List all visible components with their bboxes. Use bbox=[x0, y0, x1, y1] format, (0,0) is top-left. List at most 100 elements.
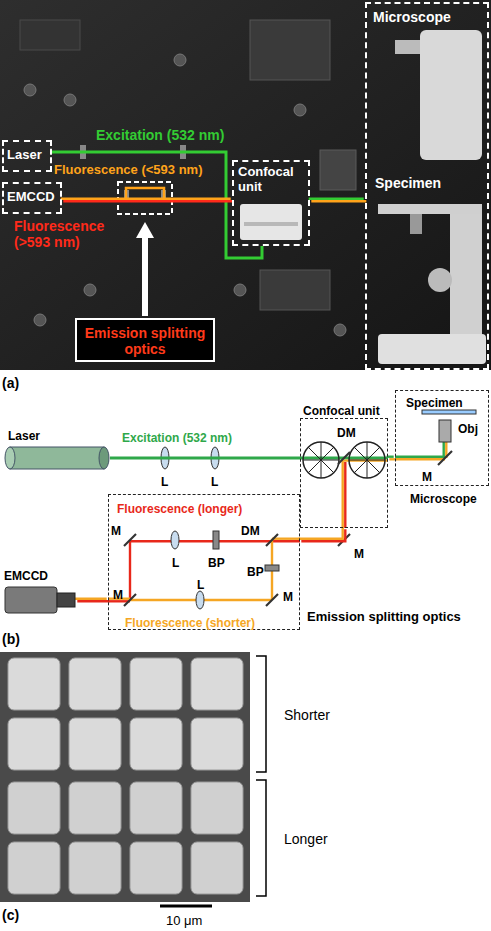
camera-symbol bbox=[4, 586, 76, 614]
camera-image bbox=[0, 652, 266, 906]
schematic bbox=[108, 410, 476, 609]
setup-photo bbox=[0, 0, 491, 370]
equipment bbox=[20, 20, 80, 50]
device-box: EMCCD bbox=[2, 182, 62, 214]
lens bbox=[171, 531, 179, 549]
post bbox=[34, 314, 46, 326]
specimen-slide bbox=[422, 410, 476, 414]
group-box: Confocal unitDM bbox=[300, 418, 388, 528]
post bbox=[64, 94, 76, 106]
laser-end bbox=[5, 447, 15, 469]
text-holder: Longer bbox=[284, 830, 328, 848]
fluorescence-beam bbox=[272, 538, 300, 540]
text-holder: Excitation (532 nm) bbox=[122, 428, 232, 446]
equipment bbox=[260, 270, 330, 310]
annotation-label: M bbox=[354, 548, 364, 562]
annotation-label: (b) bbox=[2, 631, 20, 647]
node-text: M bbox=[113, 589, 123, 603]
text-holder: EMCCD bbox=[4, 566, 48, 584]
text-holder: (b) bbox=[2, 630, 20, 648]
node-text: Specimen bbox=[406, 397, 463, 411]
text-holder: Confocal unit bbox=[238, 165, 308, 195]
bandpass-filter bbox=[265, 565, 279, 571]
node-text: M bbox=[283, 591, 293, 605]
mirror bbox=[266, 594, 278, 606]
beam-line bbox=[63, 200, 233, 202]
confocal-unit bbox=[240, 204, 302, 240]
microscope-stage bbox=[378, 204, 482, 214]
camera-lens bbox=[57, 593, 75, 607]
node-text: DM bbox=[337, 427, 356, 441]
text-holder: Excitation (532 nm) bbox=[96, 126, 224, 144]
text-holder: Obj bbox=[458, 419, 478, 437]
laser-symbol: Laser bbox=[4, 446, 110, 470]
post bbox=[84, 284, 96, 296]
annotation-label: Excitation (532 nm) bbox=[122, 432, 232, 446]
node-text: BP bbox=[247, 566, 264, 580]
node-text: DM bbox=[241, 525, 260, 539]
microscope-arm bbox=[450, 214, 482, 334]
drawing-part bbox=[130, 718, 182, 770]
mirror bbox=[438, 451, 452, 465]
text-holder: Emission splitting optics bbox=[307, 607, 461, 625]
confocal-unit bbox=[244, 222, 298, 226]
equipment bbox=[250, 20, 330, 80]
text-holder: BP bbox=[247, 562, 264, 580]
post bbox=[294, 104, 306, 116]
bandpass-filter bbox=[213, 531, 219, 549]
scale-bar bbox=[160, 905, 212, 908]
image-ground bbox=[0, 652, 250, 902]
excitation-beam bbox=[395, 456, 445, 458]
beam-connector bbox=[110, 458, 300, 459]
beam-line bbox=[61, 197, 231, 199]
microlens-disk bbox=[349, 442, 385, 478]
node-text: Laser bbox=[8, 430, 40, 444]
device-box: MicroscopeSpecimen bbox=[365, 2, 489, 370]
lens bbox=[196, 591, 204, 609]
beam-connector bbox=[61, 199, 234, 202]
fluorescence-beam bbox=[342, 460, 344, 528]
node-text: Microscope bbox=[373, 9, 451, 25]
longer-channel bbox=[8, 782, 243, 894]
beam-line bbox=[110, 457, 300, 460]
text-holder: DM bbox=[241, 521, 260, 539]
shorter-channel bbox=[8, 658, 243, 770]
text-holder: BP bbox=[208, 553, 225, 571]
annotation-label: L bbox=[211, 476, 218, 490]
laser-symbol bbox=[4, 446, 110, 470]
text-holder: M bbox=[422, 467, 432, 485]
equipment bbox=[320, 150, 356, 190]
annotation-label: Fluorescence (<593 nm) bbox=[54, 163, 202, 178]
node-text: Confocal unit bbox=[303, 405, 380, 419]
drawing-part bbox=[191, 658, 243, 710]
beam-line bbox=[299, 527, 343, 539]
microscope-body bbox=[420, 30, 482, 160]
text-holder: Shorter bbox=[284, 706, 330, 724]
text-holder: M bbox=[354, 544, 364, 562]
text-holder: EMCCD bbox=[7, 187, 55, 205]
disk-spoke bbox=[308, 447, 333, 472]
node-text: Obj bbox=[458, 423, 478, 437]
beam-line bbox=[309, 197, 364, 199]
drawing-part bbox=[130, 658, 182, 710]
beam-connector bbox=[309, 199, 367, 202]
fluorescence-beam bbox=[395, 458, 445, 460]
annotation-label: L bbox=[161, 476, 168, 490]
group-box: SpecimenObjMMicroscope bbox=[395, 390, 489, 486]
text-holder: Confocal unit bbox=[303, 401, 380, 419]
text-holder: Fluorescence (shorter) bbox=[125, 613, 255, 631]
text-holder: Emission splitting optics bbox=[81, 325, 209, 358]
annotation-label: Shorter bbox=[284, 707, 330, 723]
node-text: Emission splitting optics bbox=[307, 610, 461, 625]
drawing-part bbox=[8, 718, 60, 770]
text-holder: M bbox=[113, 585, 123, 603]
fluorescence-beam bbox=[129, 541, 131, 600]
node-text: Microscope bbox=[410, 493, 477, 507]
text-holder: L bbox=[211, 472, 218, 490]
callout-box: Emission splitting optics bbox=[75, 318, 215, 362]
node-text: Laser bbox=[7, 148, 42, 163]
beam-line bbox=[311, 200, 366, 202]
text-holder: L bbox=[197, 575, 204, 593]
text-holder: 10 μm bbox=[166, 911, 202, 929]
